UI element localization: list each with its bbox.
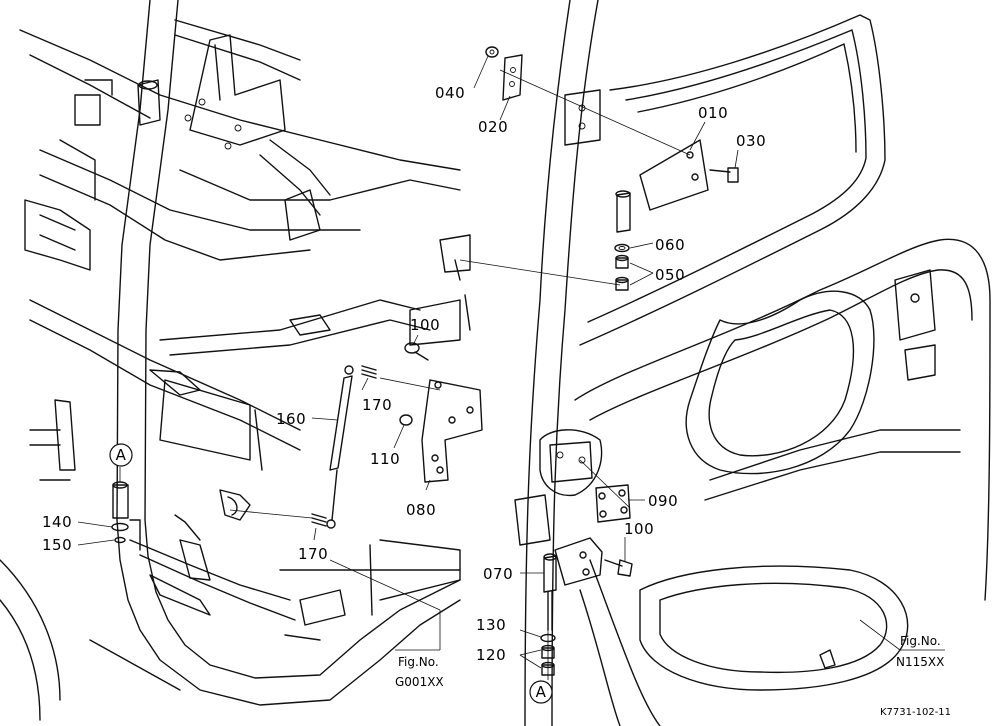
reference-marker-left: A <box>109 443 133 467</box>
callout-160: 160 <box>276 410 306 428</box>
parts-drawing <box>111 46 739 676</box>
callout-020: 020 <box>478 118 508 136</box>
callout-070: 070 <box>483 565 513 583</box>
door-drawing <box>514 0 991 726</box>
svg-text:A: A <box>536 683 547 701</box>
callout-100-top: 100 <box>410 316 440 334</box>
callout-labels: 040 020 010 030 060 050 100 170 160 110 … <box>42 84 766 664</box>
callout-100-bottom: 100 <box>624 520 654 538</box>
callout-080: 080 <box>406 501 436 519</box>
leader-lines <box>77 55 945 680</box>
callout-150: 150 <box>42 536 72 554</box>
svg-text:Fig.No.: Fig.No. <box>900 634 941 648</box>
cab-frame-drawing <box>0 0 471 721</box>
figure-ref-left: Fig.No. G001XX <box>395 655 444 689</box>
figure-ref-right: Fig.No. N115XX <box>896 634 944 669</box>
callout-170-bottom: 170 <box>298 545 328 563</box>
callout-110: 110 <box>370 450 400 468</box>
callout-130: 130 <box>476 616 506 634</box>
callout-040: 040 <box>435 84 465 102</box>
drawing-code: K7731-102-11 <box>880 707 951 718</box>
callout-050: 050 <box>655 266 685 284</box>
svg-text:A: A <box>116 446 127 464</box>
callout-140: 140 <box>42 513 72 531</box>
callout-030: 030 <box>736 132 766 150</box>
callout-090: 090 <box>648 492 678 510</box>
callout-120: 120 <box>476 646 506 664</box>
svg-text:Fig.No.: Fig.No. <box>398 655 439 669</box>
callout-010: 010 <box>698 104 728 122</box>
callout-060: 060 <box>655 236 685 254</box>
svg-text:N115XX: N115XX <box>896 655 944 669</box>
svg-text:G001XX: G001XX <box>395 675 444 689</box>
callout-170-top: 170 <box>362 396 392 414</box>
reference-marker-bottom: A <box>529 680 553 704</box>
